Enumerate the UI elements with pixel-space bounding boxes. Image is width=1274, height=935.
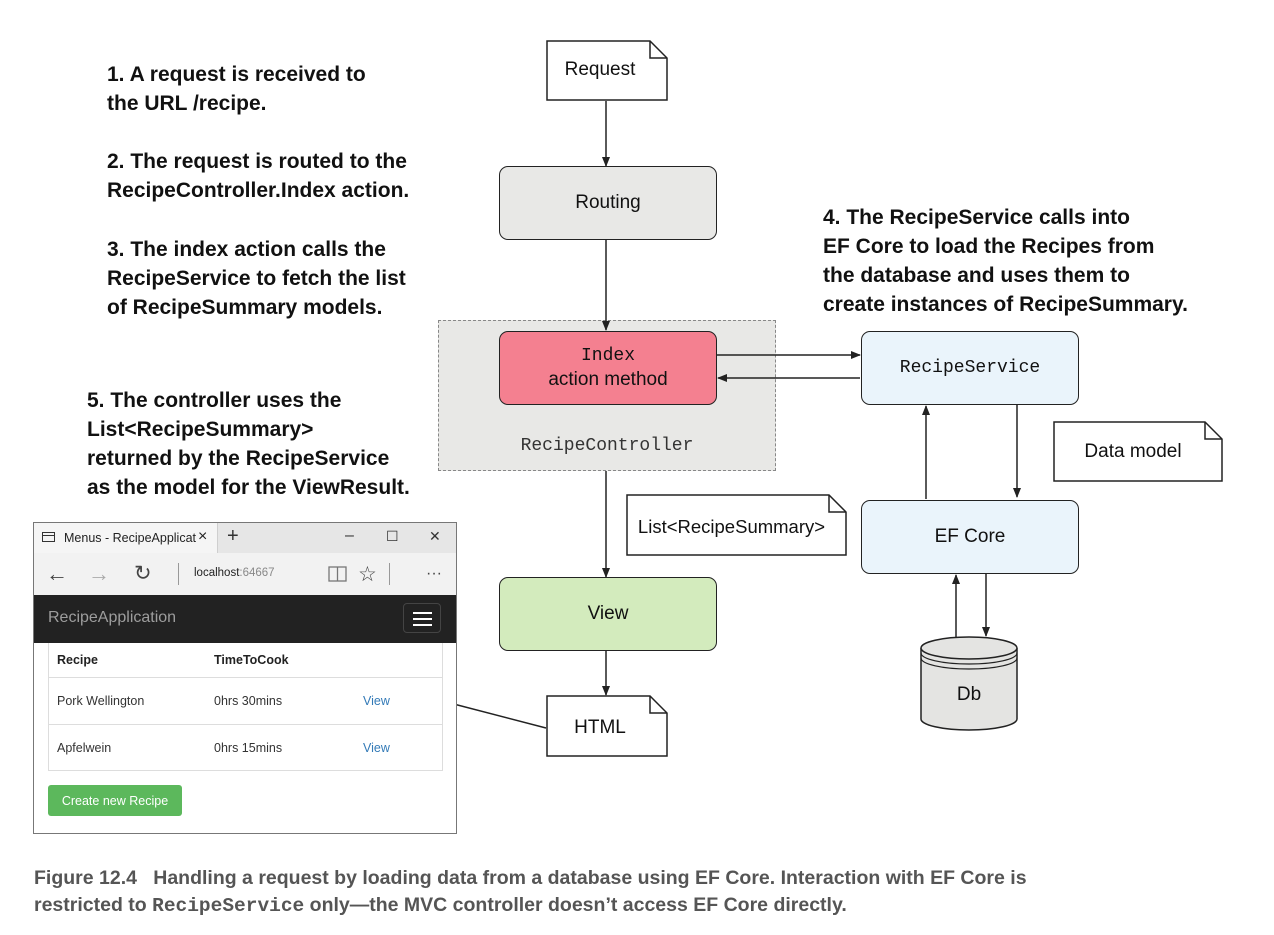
recipe-service-label: RecipeService bbox=[899, 358, 1041, 378]
annotation-step-4: 4. The RecipeService calls into EF Core … bbox=[823, 203, 1188, 319]
annotation-line: RecipeService to fetch the list bbox=[107, 267, 406, 290]
annotation-line: the database and uses them to bbox=[823, 264, 1130, 287]
annotation-step-3: 3. The index action calls the RecipeServ… bbox=[107, 235, 406, 322]
annotation-line: returned by the RecipeService bbox=[87, 447, 390, 470]
forward-icon[interactable]: → bbox=[88, 561, 110, 586]
address-bar[interactable]: localhost:64667 bbox=[194, 567, 275, 579]
request-document: Request bbox=[546, 40, 668, 101]
request-label: Request bbox=[564, 58, 636, 80]
annotation-line: RecipeController.Index action. bbox=[107, 179, 410, 202]
table-row: Pork Wellington 0hrs 30mins View bbox=[49, 677, 442, 724]
close-window-button[interactable]: ✕ bbox=[429, 528, 441, 544]
view-label: View bbox=[587, 603, 629, 624]
table-row: Apfelwein 0hrs 15mins View bbox=[49, 724, 442, 771]
caption-line-1: Figure 12.4 Handling a request by loadin… bbox=[34, 865, 1244, 892]
html-label: HTML bbox=[574, 717, 626, 738]
database-cylinder: Db bbox=[920, 636, 1018, 732]
caption-line-2: restricted to RecipeService only—the MVC… bbox=[34, 892, 1244, 920]
tab-close-icon[interactable]: × bbox=[198, 528, 208, 545]
table-header-time: TimeToCook bbox=[214, 653, 289, 667]
annotation-line: 2. The request is routed to the bbox=[107, 150, 407, 173]
time-cell: 0hrs 15mins bbox=[214, 741, 283, 755]
data-model-label: Data model bbox=[1084, 440, 1182, 462]
index-action-label: action method bbox=[548, 369, 668, 390]
refresh-icon[interactable]: ↻ bbox=[134, 562, 152, 585]
annotation-line: List<RecipeSummary> bbox=[87, 418, 314, 441]
create-new-recipe-button[interactable]: Create new Recipe bbox=[48, 785, 182, 816]
toolbar-separator bbox=[389, 563, 390, 585]
data-model-document: Data model bbox=[1053, 421, 1223, 482]
browser-titlebar: Menus - RecipeApplicat × + – ☐ ✕ bbox=[34, 523, 456, 553]
annotation-line: 1. A request is received to bbox=[107, 63, 366, 86]
document-shape bbox=[1053, 421, 1223, 482]
routing-box: Routing bbox=[499, 166, 717, 240]
ef-core-label: EF Core bbox=[934, 526, 1006, 547]
document-shape bbox=[626, 494, 847, 556]
time-cell: 0hrs 30mins bbox=[214, 694, 283, 708]
index-action-box: Index action method bbox=[499, 331, 717, 405]
caption-code: RecipeService bbox=[152, 895, 305, 917]
browser-tab[interactable]: Menus - RecipeApplicat × bbox=[34, 523, 218, 553]
tab-title: Menus - RecipeApplicat bbox=[64, 531, 197, 545]
app-navbar: RecipeApplication bbox=[34, 595, 456, 643]
more-menu-icon[interactable]: ··· bbox=[426, 565, 442, 582]
annotation-step-5: 5. The controller uses the List<RecipeSu… bbox=[87, 386, 410, 502]
maximize-button[interactable]: ☐ bbox=[386, 528, 399, 544]
figure-caption: Figure 12.4 Handling a request by loadin… bbox=[34, 865, 1244, 920]
annotation-line: 4. The RecipeService calls into bbox=[823, 206, 1130, 229]
browser-toolbar: ← → ↻ localhost:64667 ☆ ··· bbox=[34, 553, 456, 596]
new-tab-button[interactable]: + bbox=[227, 525, 239, 547]
index-code-label: Index bbox=[580, 346, 635, 366]
caption-text-2-prefix: restricted to bbox=[34, 894, 153, 916]
back-icon[interactable]: ← bbox=[46, 561, 68, 586]
list-recipe-summary-label: List<RecipeSummary> bbox=[637, 516, 826, 537]
caption-text-1: Handling a request by loading data from … bbox=[153, 867, 1027, 889]
html-document: HTML bbox=[546, 695, 668, 757]
browser-window: Menus - RecipeApplicat × + – ☐ ✕ ← → ↻ l… bbox=[33, 522, 457, 834]
view-link[interactable]: View bbox=[363, 741, 390, 755]
address-host: localhost bbox=[194, 567, 240, 579]
cylinder-shape bbox=[920, 636, 1018, 731]
recipe-name-cell: Apfelwein bbox=[57, 741, 112, 755]
recipe-controller-label: RecipeController bbox=[520, 436, 694, 456]
hamburger-menu-icon[interactable] bbox=[403, 603, 441, 633]
address-separator bbox=[178, 563, 179, 585]
recipe-table: Recipe TimeToCook Pork Wellington 0hrs 3… bbox=[48, 643, 443, 771]
db-label: Db bbox=[956, 684, 982, 705]
annotation-line: EF Core to load the Recipes from bbox=[823, 235, 1155, 258]
address-port: :64667 bbox=[239, 567, 275, 579]
arrow-html-to-browser bbox=[445, 700, 547, 729]
annotation-line: as the model for the ViewResult. bbox=[87, 476, 410, 499]
view-box: View bbox=[499, 577, 717, 651]
annotation-line: 5. The controller uses the bbox=[87, 389, 342, 412]
reading-view-icon[interactable] bbox=[328, 565, 348, 583]
recipe-name-cell: Pork Wellington bbox=[57, 694, 145, 708]
annotation-line: of RecipeSummary models. bbox=[107, 296, 383, 319]
view-link[interactable]: View bbox=[363, 694, 390, 708]
routing-label: Routing bbox=[575, 192, 641, 213]
document-shape bbox=[546, 695, 668, 757]
annotation-line: the URL /recipe. bbox=[107, 92, 267, 115]
annotation-line: create instances of RecipeSummary. bbox=[823, 293, 1188, 316]
minimize-button[interactable]: – bbox=[345, 527, 354, 544]
figure-number: Figure 12.4 bbox=[34, 867, 137, 889]
page-icon bbox=[42, 532, 55, 542]
table-header-recipe: Recipe bbox=[57, 653, 98, 667]
recipe-service-box: RecipeService bbox=[861, 331, 1079, 405]
document-shape bbox=[546, 40, 668, 101]
annotation-line: 3. The index action calls the bbox=[107, 238, 386, 261]
caption-text-2-suffix: only—the MVC controller doesn’t access E… bbox=[304, 894, 847, 916]
app-brand[interactable]: RecipeApplication bbox=[48, 609, 177, 626]
annotation-step-2: 2. The request is routed to the RecipeCo… bbox=[107, 147, 409, 205]
list-recipe-summary-document: List<RecipeSummary> bbox=[626, 494, 847, 556]
ef-core-box: EF Core bbox=[861, 500, 1079, 574]
favorite-star-icon[interactable]: ☆ bbox=[358, 563, 377, 586]
annotation-step-1: 1. A request is received to the URL /rec… bbox=[107, 60, 366, 118]
